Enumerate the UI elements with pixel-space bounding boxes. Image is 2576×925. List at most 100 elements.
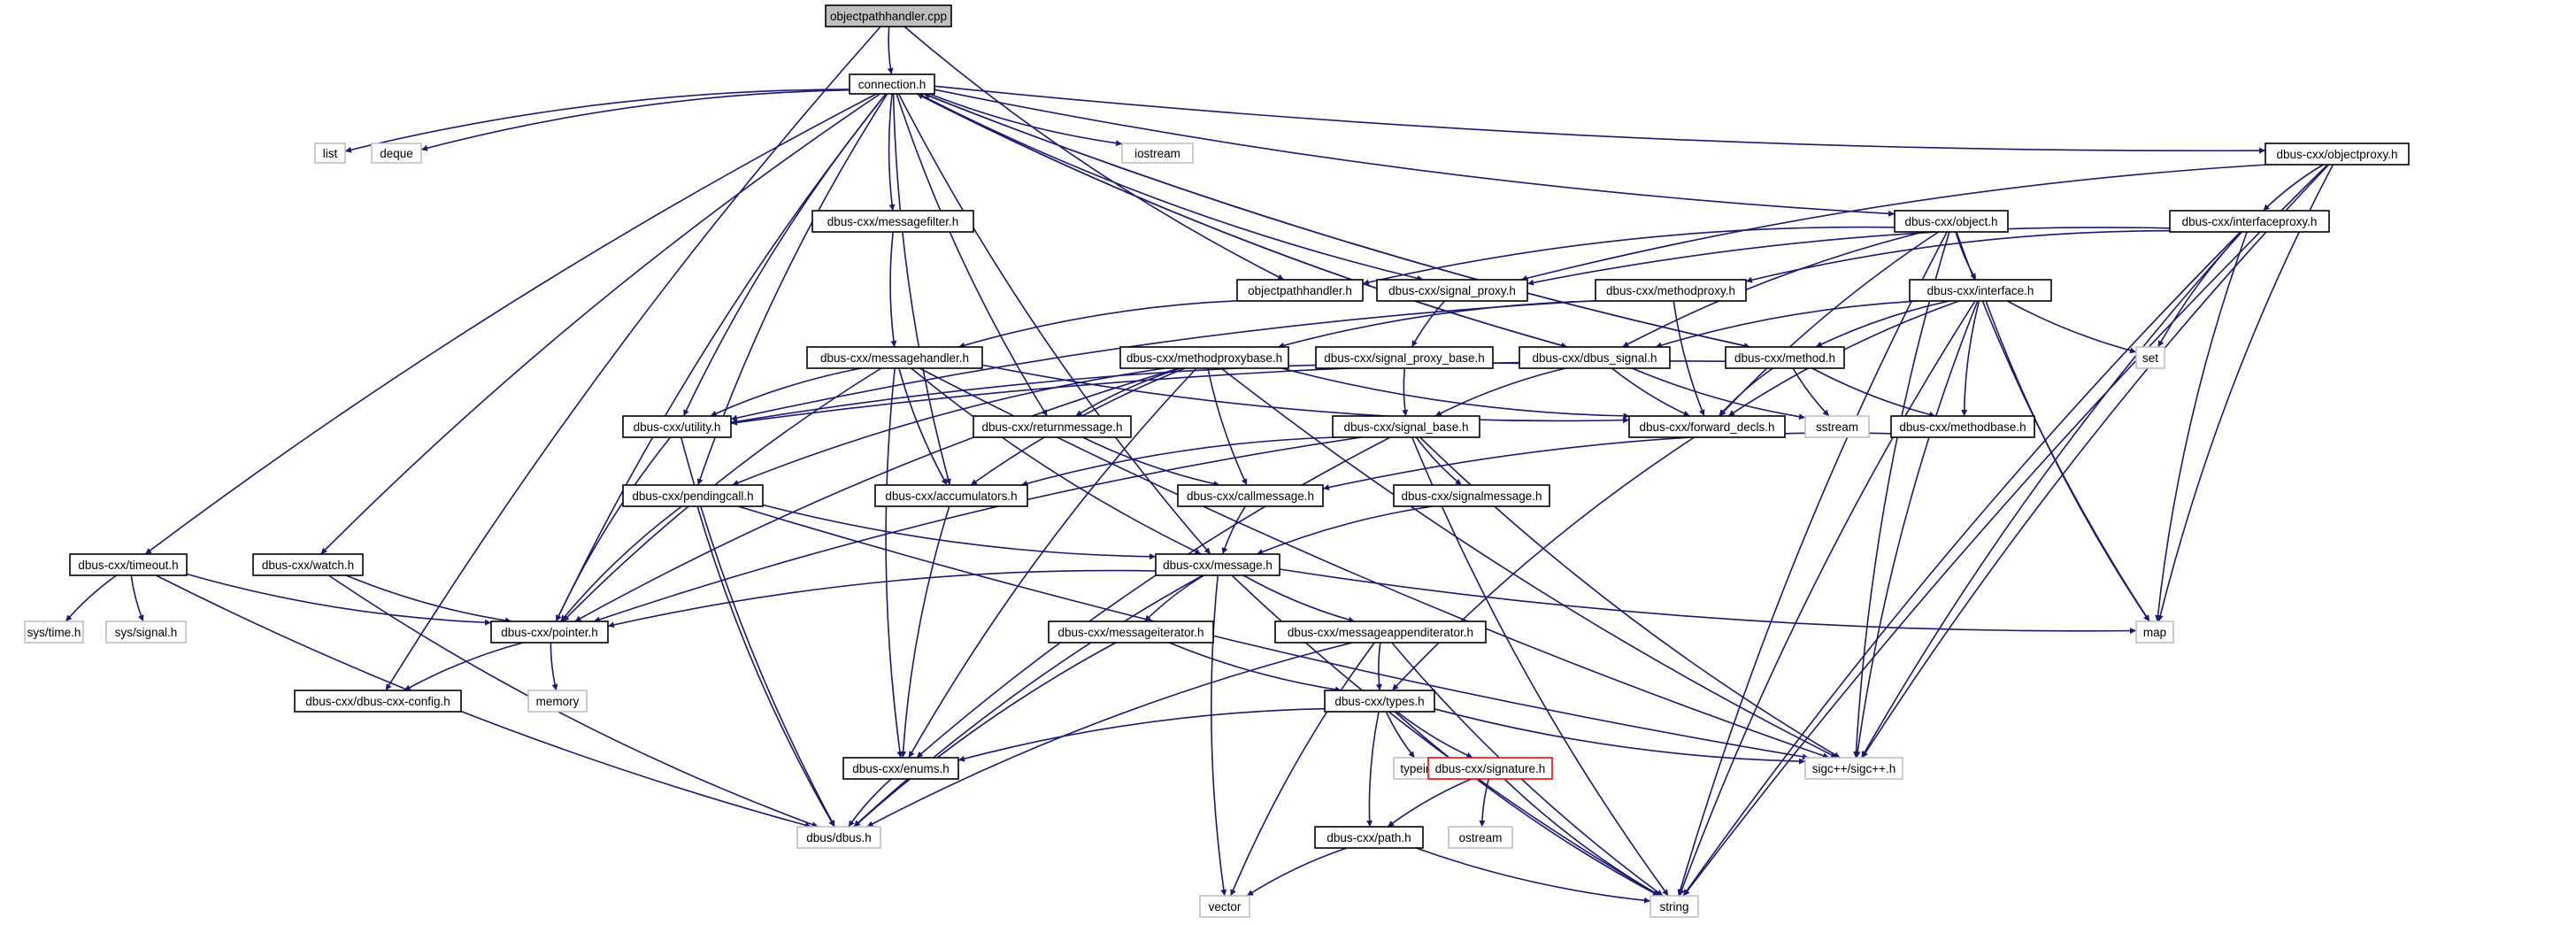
node-messagehandler[interactable]: dbus-cxx/messagehandler.h	[806, 346, 983, 369]
node-types[interactable]: dbus-cxx/types.h	[1324, 690, 1435, 713]
edge-interface-to-dbus_signal	[1655, 300, 1920, 349]
edge-forward_decls-to-types	[1391, 436, 1696, 691]
node-box	[1595, 279, 1747, 302]
edge-connection-to-signal_proxy	[918, 93, 1424, 281]
edge-interface-to-set	[2006, 300, 2137, 354]
node-path[interactable]: dbus-cxx/path.h	[1314, 826, 1424, 849]
edge-dbus_signal-to-sstream	[1631, 367, 1806, 420]
node-methodproxy[interactable]: dbus-cxx/methodproxy.h	[1595, 279, 1747, 302]
node-box	[1725, 346, 1845, 369]
node-signature[interactable]: dbus-cxx/signature.h	[1427, 757, 1553, 780]
node-label: dbus-cxx/timeout.h	[78, 559, 178, 572]
node-label: dbus-cxx/methodproxy.h	[1606, 284, 1735, 297]
node-label: dbus-cxx/returnmessage.h	[981, 420, 1122, 434]
node-sigc: sigc++/sigc++.h	[1804, 757, 1903, 780]
node-label: dbus-cxx/callmessage.h	[1187, 489, 1314, 503]
edge-methodbase-to-callmessage	[1322, 432, 1892, 491]
node-root[interactable]: objectpathhandler.cpp	[825, 4, 952, 27]
edge-pendingcall-to-dbus	[696, 505, 835, 828]
node-label: dbus-cxx/messageiterator.h	[1057, 626, 1203, 639]
edge-enums-to-dbus	[848, 778, 892, 828]
edge-interface-to-string	[1679, 300, 1976, 897]
node-signal_proxy_base[interactable]: dbus-cxx/signal_proxy_base.h	[1315, 346, 1494, 369]
node-label: deque	[380, 147, 413, 160]
node-box	[849, 73, 935, 95]
nodes-layer: objectpathhandler.cpp connection.h list deq…	[24, 4, 2410, 918]
node-label: dbus-cxx/messageappenditerator.h	[1288, 626, 1473, 639]
node-callmessage[interactable]: dbus-cxx/callmessage.h	[1177, 484, 1324, 507]
node-utility[interactable]: dbus-cxx/utility.h	[622, 415, 732, 438]
node-label: dbus-cxx/signal_base.h	[1343, 420, 1468, 434]
node-label: dbus-cxx/path.h	[1326, 831, 1411, 844]
edge-messageappenditerator-to-types	[1375, 642, 1382, 691]
edge-objectproxy-to-interfaceproxy	[2263, 164, 2324, 212]
node-watch[interactable]: dbus-cxx/watch.h	[252, 553, 364, 576]
node-objectpathhandler[interactable]: objectpathhandler.h	[1236, 279, 1364, 302]
node-connection[interactable]: connection.h	[849, 73, 935, 95]
node-label: sys/signal.h	[115, 626, 178, 639]
node-label: dbus-cxx/signal_proxy.h	[1388, 284, 1516, 297]
node-box	[1177, 484, 1324, 507]
edge-pointer-to-memory	[550, 642, 558, 691]
edge-method-to-forward_decls	[1718, 367, 1773, 417]
node-label: dbus-cxx/signature.h	[1435, 762, 1546, 775]
edge-objectproxy-to-string	[1682, 164, 2328, 897]
node-label: dbus-cxx/dbus_signal.h	[1532, 351, 1657, 365]
edge-timeout-to-dbus	[155, 574, 811, 829]
node-syssignal: sys/signal.h	[105, 621, 187, 644]
node-messageappenditerator[interactable]: dbus-cxx/messageappenditerator.h	[1274, 621, 1487, 644]
node-messageiterator[interactable]: dbus-cxx/messageiterator.h	[1048, 621, 1214, 644]
edge-object-to-sigc	[1853, 231, 1950, 759]
node-label: dbus-cxx/messagehandler.h	[820, 351, 969, 365]
node-list: list	[314, 143, 346, 164]
node-label: dbus-cxx/object.h	[1904, 215, 1997, 228]
node-signal_base[interactable]: dbus-cxx/signal_base.h	[1332, 415, 1480, 438]
node-object[interactable]: dbus-cxx/object.h	[1894, 210, 2009, 233]
edge-connection-to-watch	[320, 93, 881, 555]
node-interface[interactable]: dbus-cxx/interface.h	[1909, 279, 2052, 302]
edge-interface-to-methodbase	[1961, 300, 1980, 417]
edge-signal_base-to-pointer	[593, 436, 1363, 623]
node-pointer[interactable]: dbus-cxx/pointer.h	[490, 621, 609, 644]
node-enums[interactable]: dbus-cxx/enums.h	[842, 757, 959, 780]
node-pendingcall[interactable]: dbus-cxx/pendingcall.h	[622, 484, 764, 507]
node-message[interactable]: dbus-cxx/message.h	[1155, 553, 1280, 576]
node-signalmessage[interactable]: dbus-cxx/signalmessage.h	[1393, 484, 1550, 507]
edge-messagehandler-to-accumulators	[898, 367, 948, 486]
node-label: string	[1659, 900, 1688, 913]
edge-objectproxy-to-signal_proxy	[1520, 164, 2269, 281]
node-box	[371, 143, 422, 164]
node-box	[973, 415, 1132, 438]
node-methodbase[interactable]: dbus-cxx/methodbase.h	[1890, 415, 2035, 438]
node-objectproxy[interactable]: dbus-cxx/objectproxy.h	[2265, 143, 2410, 166]
node-label: dbus-cxx/dbus-cxx-config.h	[305, 695, 450, 708]
node-messagefilter[interactable]: dbus-cxx/messagefilter.h	[811, 210, 974, 233]
node-label: dbus-cxx/utility.h	[634, 420, 721, 434]
node-box	[105, 621, 187, 644]
node-label: dbus-cxx/interface.h	[1927, 284, 2034, 297]
edge-signal_base-to-signalmessage	[1415, 436, 1463, 486]
node-box	[1909, 279, 2052, 302]
edge-signal_base-to-enums	[916, 436, 1391, 759]
node-timeout[interactable]: dbus-cxx/timeout.h	[69, 553, 188, 576]
node-forward_decls[interactable]: dbus-cxx/forward_decls.h	[1628, 415, 1786, 438]
node-ostream: ostream	[1448, 826, 1513, 849]
edge-signature-to-path	[1387, 778, 1473, 828]
node-box	[874, 484, 1028, 507]
node-dbus_signal[interactable]: dbus-cxx/dbus_signal.h	[1519, 346, 1671, 369]
edge-objectproxy-to-sigc	[1861, 164, 2330, 759]
node-returnmessage[interactable]: dbus-cxx/returnmessage.h	[973, 415, 1132, 438]
node-memory: memory	[527, 690, 588, 713]
node-signal_proxy[interactable]: dbus-cxx/signal_proxy.h	[1376, 279, 1528, 302]
node-label: sigc++/sigc++.h	[1812, 762, 1896, 775]
node-config[interactable]: dbus-cxx/dbus-cxx-config.h	[294, 690, 462, 713]
edge-message-to-pointer	[607, 569, 1157, 628]
node-methodproxybase[interactable]: dbus-cxx/methodproxybase.h	[1119, 346, 1289, 369]
node-interfaceproxy[interactable]: dbus-cxx/interfaceproxy.h	[2169, 210, 2330, 233]
node-map: map	[2135, 621, 2174, 644]
node-accumulators[interactable]: dbus-cxx/accumulators.h	[874, 484, 1028, 507]
edge-root-to-config	[385, 26, 881, 691]
node-box	[825, 4, 952, 27]
edge-connection-to-message	[897, 93, 1211, 555]
node-method[interactable]: dbus-cxx/method.h	[1725, 346, 1845, 369]
